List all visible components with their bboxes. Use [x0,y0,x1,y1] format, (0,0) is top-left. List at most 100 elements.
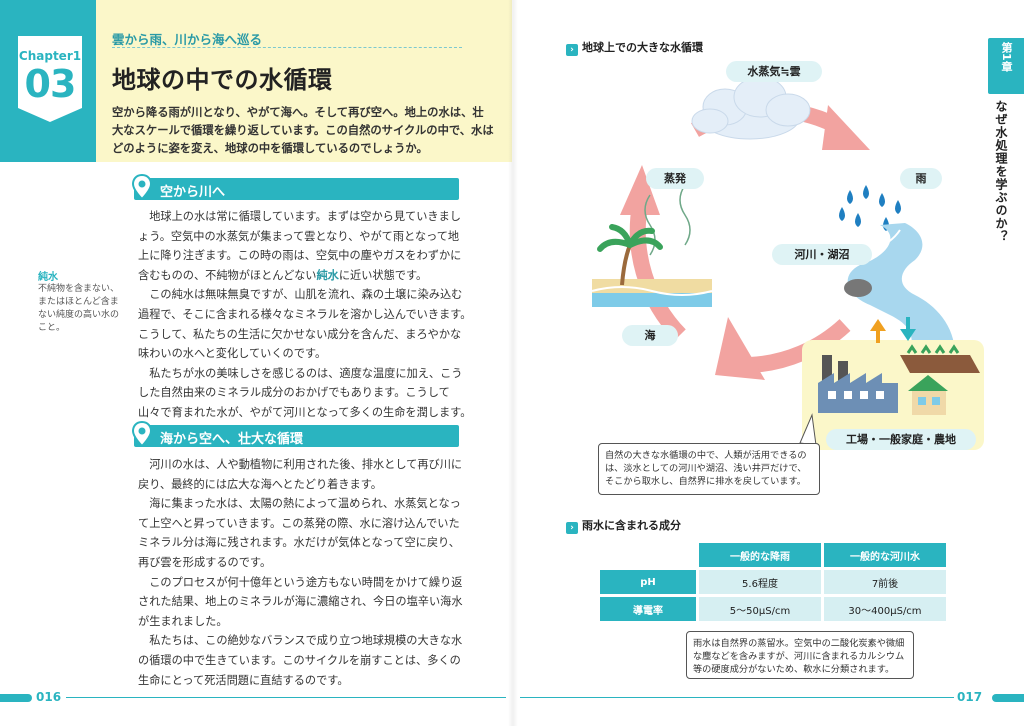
steam-icon [644,184,691,256]
kicker-divider [112,47,462,48]
body-line: 私たちが水の美味しさを感じるのは、適度な温度に加え、こう [138,366,463,380]
cloud-icon [691,76,811,140]
figure2-heading-text: 雨水に含まれる成分 [582,519,681,532]
river-icon [844,223,955,355]
column-header: 一般的な河川水 [824,543,946,567]
location-pin-icon [131,421,153,447]
body-line: 地球上の水は常に循環しています。まずは空から見ていきまし [138,210,461,223]
body-line: 再び雲を形成するのです。 [138,555,272,569]
footer-rule [520,697,954,698]
lead-line: どのように姿を変え、地球の中を循環しているのでしょうか。 [112,142,428,155]
raindrop-icon [839,185,901,231]
table-cell: 7前後 [824,570,946,594]
body-line: 味わいの水へと変化していくのです。 [138,347,327,361]
footer-rule [66,697,506,698]
body-line: このプロセスが何十億年という途方もない時間をかけて繰り返 [138,575,463,589]
factory-icon [818,355,898,413]
figure2-note: 雨水は自然界の蒸留水。空気中の二酸化炭素や微細 な塵などを含みますが、河川に含ま… [686,631,914,679]
footer-bar [0,694,32,702]
table-cell: 5～50μS/cm [699,597,821,621]
book-gutter [508,0,518,726]
page-number: 016 [36,690,62,704]
glossary-term: 純水 [38,272,58,283]
section2-body: 河川の水は、人や動植物に利用された後、排水として再び川に 戻り、最終的には広大な… [138,455,468,690]
figure1-heading-text: 地球上での大きな水循環 [582,41,703,54]
row-header: pH [600,570,696,594]
arrow-left [629,203,686,341]
body-line: 生命にとって死活問題に直結するのです。 [138,673,349,687]
section-heading-sky-to-river: 空から川へ [131,174,459,200]
lead-line: 空から降る雨が川となり、やがて海へ。そして再び空へ。地上の水は、壮 [112,106,484,119]
callout-line: そこから取水し、自然界に排水を戻しています。 [605,476,806,487]
kicker-text: 雲から雨、川から海へ巡る [112,32,263,47]
chapter-tab: 第1章 [988,38,1024,94]
left-page: Chapter1 03 雲から雨、川から海へ巡る 地球の中での水循環 空から降る… [0,0,512,704]
house-icon [908,375,948,415]
body-text: 含むものの、不純物がほとんどない [138,268,317,282]
location-pin-icon [131,174,153,200]
body-line: された結果、地上のミネラルが海に濃縮され、今日の塩辛い海水 [138,595,463,609]
body-line: て上空へと昇っていきます。この蒸発の際、水に溶け込んでいた [138,516,460,530]
label-river: 河川・湖沼 [772,244,872,265]
body-line: こうして、私たちの生活に欠かせない成分を含んだ、まろやかな [138,327,462,341]
lead-paragraph: 空から降る雨が川となり、やがて海へ。そして再び空へ。地上の水は、壮 大なスケール… [112,104,494,158]
chapter-number: 03 [24,62,77,106]
label-cloud: 水蒸気≒雲 [726,61,822,82]
body-line: 上に降り注ぎます。この時の雨は、空気中の塵やガスをわずかに [138,249,462,263]
table-header-row: 一般的な降雨 一般的な河川水 [600,543,946,567]
body-line: 河川の水は、人や動植物に利用された後、排水として再び川に [138,458,463,471]
rain-component-table: 一般的な降雨 一般的な河川水 pH 5.6程度 7前後 導電率 5～50μS/c… [597,540,949,624]
label-human-activity: 工場・一般家庭・農地 [826,429,976,450]
body-text: に近い状態です。 [338,268,428,282]
callout-line: は、淡水としての河川や湖沼、浅い井戸だけで、 [605,463,807,474]
down-arrow-icon [900,317,916,341]
row-header: 導電率 [600,597,696,621]
glossary-line: またはほとんど含ま [38,297,119,307]
body-line: の循環の中で生きています。このサイクルを崩すことは、多くの [138,653,461,667]
body-line: ょう。空気中の水蒸気が集まって雲となり、やがて雨となって地 [138,229,460,243]
figure1-callout: 自然の大きな水循環の中で、人類が活用できるの は、淡水としての河川や湖沼、浅い井… [598,443,820,495]
figure2-heading: ›雨水に含まれる成分 [566,517,681,534]
lead-line: 大なスケールで循環を繰り返しています。この自然のサイクルの中で、水は [112,124,494,137]
section-heading-text: 空から川へ [160,185,226,200]
section-heading-sea-to-sky: 海から空へ、壮大な循環 [131,421,459,447]
table-row: pH 5.6程度 7前後 [600,570,946,594]
label-sea: 海 [622,325,678,346]
chevron-right-icon: › [566,44,578,56]
page-number: 017 [957,690,983,704]
body-line: が生まれました。 [138,614,228,628]
pure-water-term: 純水 [316,268,339,282]
water-cycle-diagram [591,76,984,450]
page-title: 地球の中での水循環 [112,66,333,94]
note-line: な塵などを含みますが、河川に含まれるカルシウム [693,651,905,662]
table-row: 導電率 5～50μS/cm 30～400μS/cm [600,597,946,621]
chapter-label: Chapter1 [18,49,82,63]
chapter-box: Chapter1 03 [0,0,96,162]
arrow-head-top [822,105,870,150]
glossary-line: 不純物を含まない、 [38,284,120,294]
label-evaporation: 蒸発 [646,168,704,189]
beach-icon [591,279,713,307]
body-line: 山々で育まれた水が、やがて河川となって多くの生命を潤します。 [138,405,472,419]
section-heading-text: 海から空へ、壮大な循環 [160,432,304,447]
arrow-head-bottom [715,317,765,380]
body-line: この純水は無味無臭ですが、山肌を流れ、森の土壌に染み込む [138,288,463,302]
label-rain: 雨 [900,168,942,189]
running-title: なぜ水処理を学ぶのか？ [994,100,1008,243]
arrow-bottom [749,319,851,373]
section1-body: 地球上の水は常に循環しています。まずは空から見ていきまし ょう。空気中の水蒸気が… [138,207,472,423]
body-line: 含むものの、不純物がほとんどない純水に近い状態です。 [138,266,468,286]
callout-line: 自然の大きな水循環の中で、人類が活用できるの [605,450,807,461]
body-line: 戻り、最終的には広大な海へとたどり着きます。 [138,477,382,491]
note-line: 等の硬度成分がないため、軟水に分類されます。 [693,664,895,675]
note-line: 雨水は自然界の蒸留水。空気中の二酸化炭素や微細 [693,638,905,649]
body-line: ミネラル分は海に残されます。水だけが気体となって空に戻り、 [138,536,460,550]
table-corner [600,543,696,567]
glossary-line: こと。 [38,323,66,333]
figure1-heading: › 地球上での大きな水循環 [566,39,703,56]
body-line: 過程で、そこに含まれる様々なミネラルを溶かし込んでいきます。 [138,307,472,321]
body-line: 私たちは、この絶妙なバランスで成り立つ地球規模の大きな水 [138,634,463,648]
chapter-badge: Chapter1 03 [18,36,82,122]
glossary-line: ない純度の高い水の [38,310,120,320]
badge-shape-icon [18,36,82,122]
